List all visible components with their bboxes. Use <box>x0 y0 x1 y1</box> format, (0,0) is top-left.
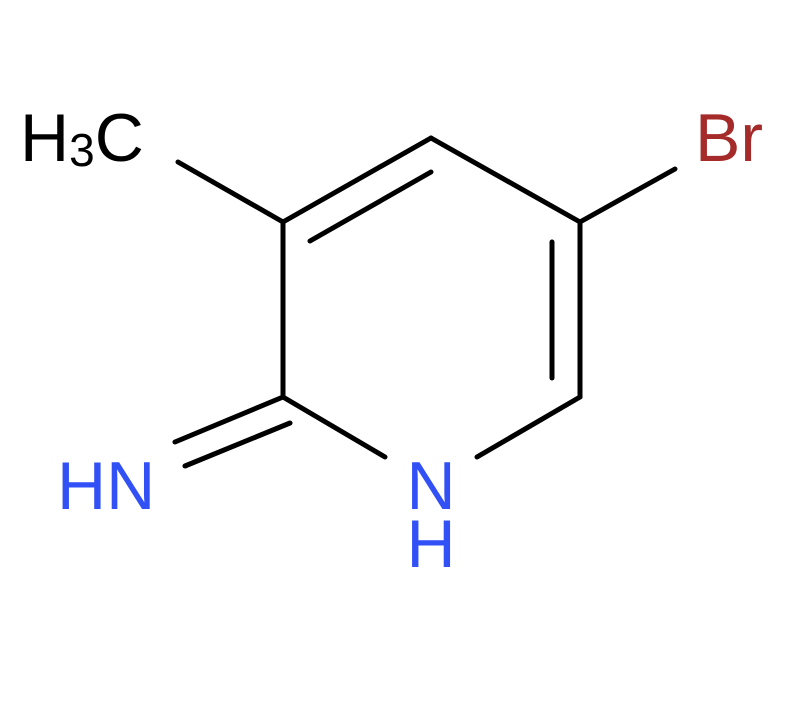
bond-c2-imine-inner <box>182 420 293 469</box>
bonds <box>172 135 678 469</box>
bond-c5-br <box>577 166 678 225</box>
ring-nitrogen-hydrogen-label: H <box>406 506 455 582</box>
bond-c4-c5 <box>428 135 583 225</box>
bond-c3-methyl <box>175 159 286 225</box>
bond-n1-c2 <box>280 394 388 460</box>
bond-c3-c4-inner <box>307 169 434 244</box>
imine-nitrogen-label: HN <box>57 448 155 524</box>
methyl-label: H3C <box>20 100 144 176</box>
atom-labels: H3C Br HN N H <box>20 100 763 582</box>
bromine-label: Br <box>695 100 763 176</box>
bond-c6-n1 <box>474 394 583 460</box>
bond-c3-c4 <box>280 135 434 225</box>
bond-c2-imine <box>172 394 286 445</box>
ring-nitrogen-label: N <box>406 448 455 524</box>
